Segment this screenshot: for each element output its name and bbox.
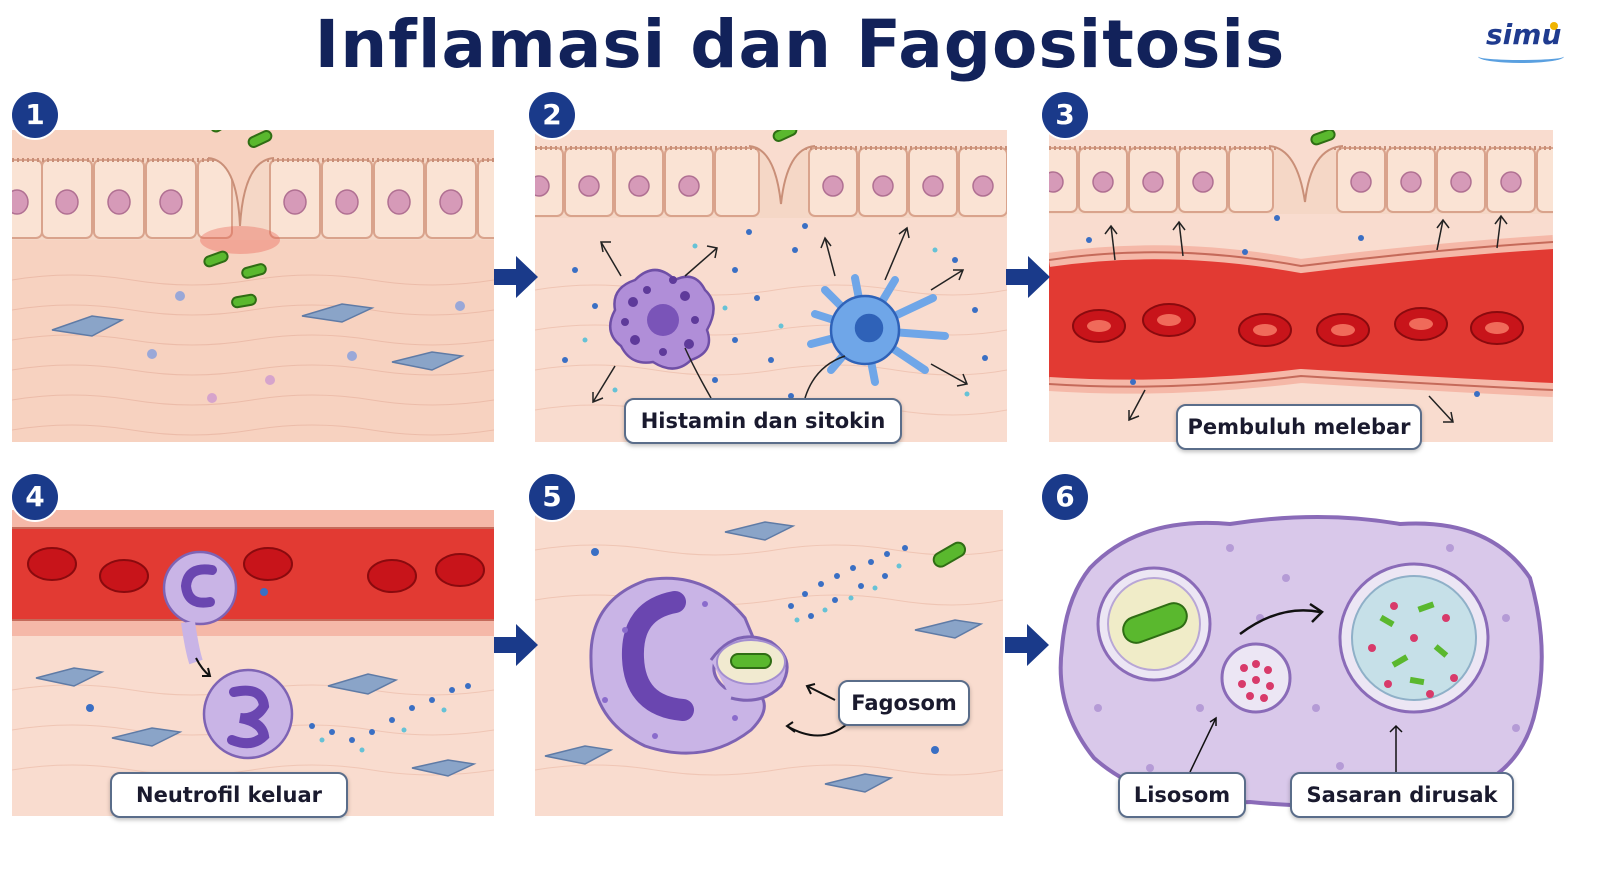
dendritic-cell: [807, 274, 949, 386]
flow-arrow-2-3: [1006, 256, 1050, 298]
logo-swoosh: [1478, 50, 1564, 63]
label-fagosom: Fagosom: [838, 680, 970, 726]
panel-3-vasodilation: [1049, 130, 1553, 442]
label-sasaran-dirusak: Sasaran dirusak: [1290, 772, 1514, 818]
bacterium-approach: [932, 541, 967, 568]
epithelium: [12, 157, 494, 254]
neutrophil-outside: [202, 668, 294, 760]
phagosom: [709, 635, 789, 702]
logo: simu: [1486, 18, 1562, 51]
phagolysosome-vesicle: [1338, 562, 1490, 714]
label-histamin-sitokin: Histamin dan sitokin: [624, 398, 902, 444]
step-badge-5: 5: [529, 474, 575, 520]
panel-1-injury: [12, 130, 494, 442]
flow-arrow-4-5: [494, 624, 538, 666]
macrophage: [589, 576, 766, 755]
page-title: Inflamasi dan Fagositosis: [314, 6, 1286, 83]
phagosome-vesicle: [1096, 566, 1212, 682]
step-badge-3: 3: [1042, 92, 1088, 138]
bacteria: [203, 130, 273, 309]
logo-dot: [1550, 22, 1558, 30]
label-neutrofil-keluar: Neutrofil keluar: [110, 772, 348, 818]
flow-arrow-1-2: [494, 256, 538, 298]
panel-4-diapedesis: [12, 510, 494, 816]
step-badge-2: 2: [529, 92, 575, 138]
mast-cell: [608, 268, 715, 370]
step-badge-1: 1: [12, 92, 58, 138]
panel-2-mediators: [535, 130, 1007, 442]
flow-arrow-5-6: [1005, 624, 1049, 666]
neutrophil-in-vessel: [162, 550, 238, 677]
lysosome-vesicle: [1220, 642, 1292, 714]
panel-6-lysosome: [1050, 508, 1554, 820]
step-badge-6: 6: [1042, 474, 1088, 520]
step-badge-4: 4: [12, 474, 58, 520]
label-lisosom: Lisosom: [1118, 772, 1246, 818]
label-pembuluh-melebar: Pembuluh melebar: [1176, 404, 1422, 450]
panel-5-phagocytosis: [535, 510, 1003, 816]
